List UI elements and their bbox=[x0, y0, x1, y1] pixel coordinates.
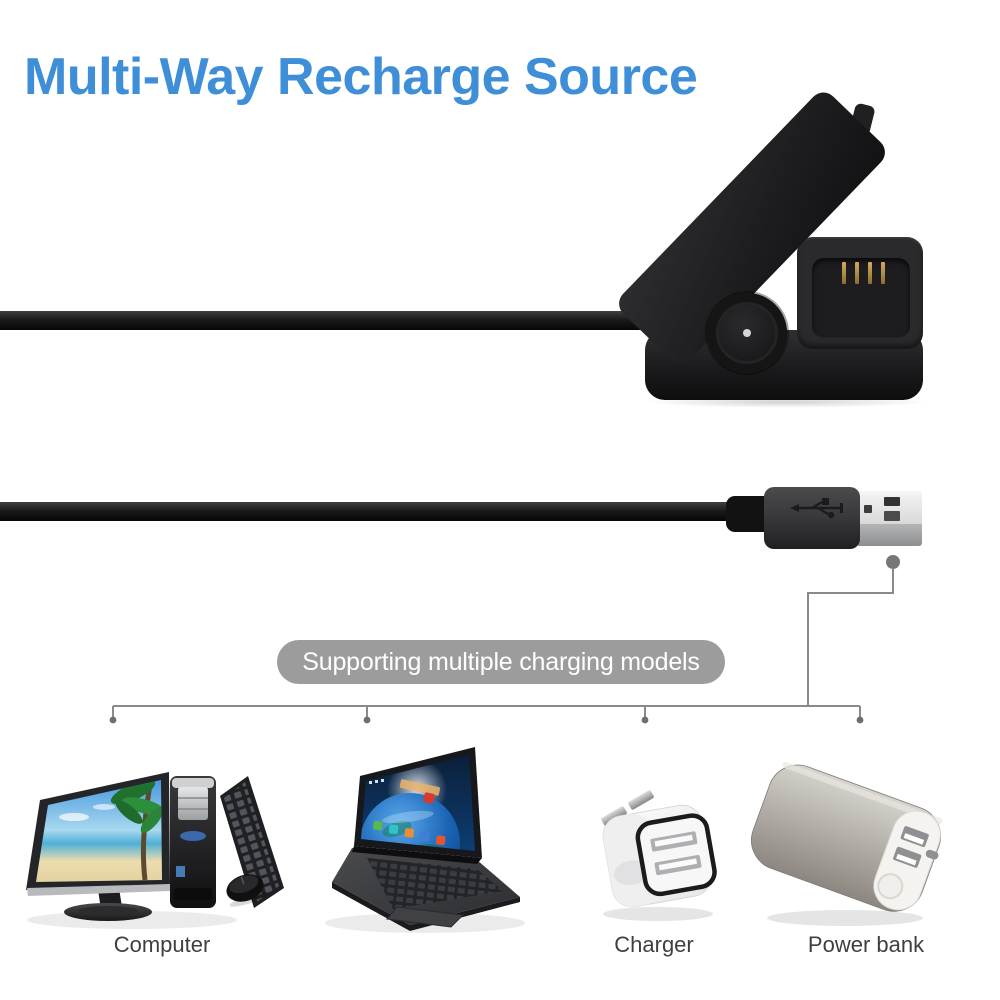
pc-monitor bbox=[26, 772, 170, 921]
laptop-screen bbox=[352, 747, 482, 864]
charger-body bbox=[602, 804, 717, 908]
label-power-bank: Power bank bbox=[807, 932, 925, 957]
usb-shell-hole bbox=[864, 505, 872, 513]
callout-dot bbox=[886, 555, 900, 569]
charger-usb-ports bbox=[650, 831, 702, 876]
power-button bbox=[877, 873, 904, 900]
charger-prongs bbox=[601, 790, 654, 826]
clip-hinge-pin bbox=[743, 329, 751, 337]
laptop-image bbox=[325, 747, 525, 933]
desktop-computer-image bbox=[26, 772, 284, 929]
power-bank-image bbox=[751, 762, 943, 926]
page-title: Multi-Way Recharge Source bbox=[24, 47, 698, 106]
usb-plug-body bbox=[764, 487, 860, 549]
clip-dock-pad bbox=[812, 258, 910, 338]
charging-pin bbox=[868, 262, 872, 284]
power-bank-usb-ports bbox=[893, 826, 929, 868]
usb-contact-window bbox=[884, 497, 900, 506]
charging-cable-top bbox=[0, 311, 650, 330]
laptop-base bbox=[332, 848, 520, 931]
charging-cable-bottom bbox=[0, 502, 742, 521]
charging-pin bbox=[855, 262, 859, 284]
pc-keyboard bbox=[220, 776, 284, 908]
wall-charger-image bbox=[601, 790, 717, 921]
micro-usb-port bbox=[925, 849, 939, 860]
usb-metal-shell-bottom bbox=[858, 524, 922, 546]
pc-mouse bbox=[226, 874, 268, 907]
usb-trident-icon bbox=[790, 498, 843, 519]
charging-pin bbox=[881, 262, 885, 284]
usb-contact-window bbox=[884, 511, 900, 521]
pc-tower bbox=[170, 776, 216, 908]
label-charger: Charger bbox=[614, 932, 694, 957]
callout-banner: Supporting multiple charging models bbox=[277, 640, 725, 684]
charging-pin bbox=[842, 262, 846, 284]
label-computer: Computer bbox=[113, 932, 211, 957]
